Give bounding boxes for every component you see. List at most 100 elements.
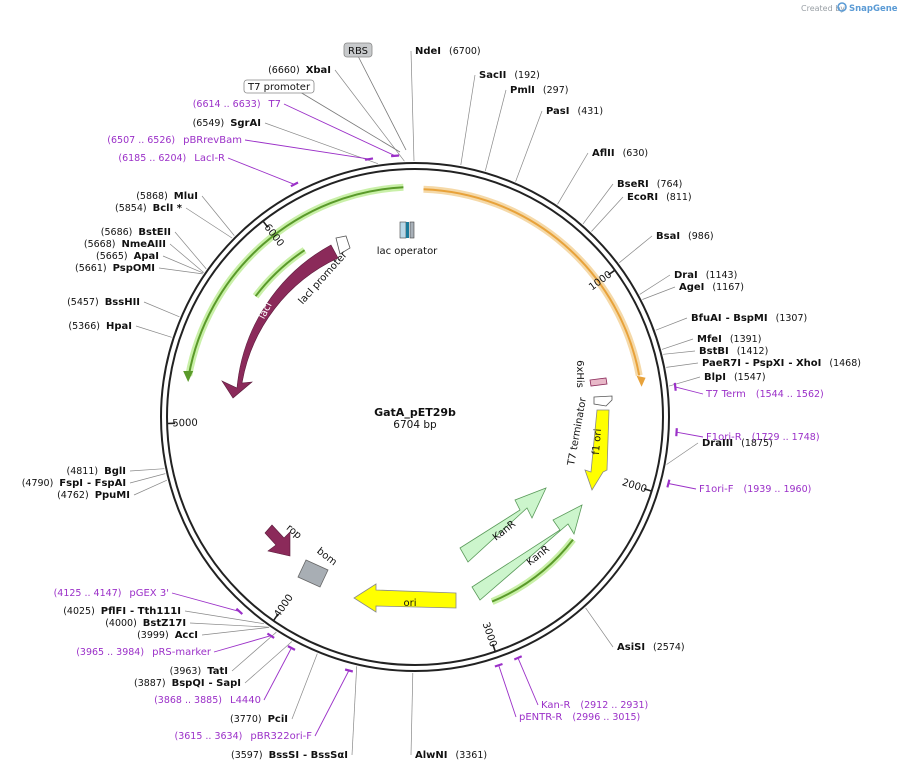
primer-name: T7 [268, 99, 281, 110]
primer-t7term[interactable]: T7 Term(1544 .. 1562) [673, 382, 824, 400]
site-leader [410, 50, 415, 162]
site-aflii[interactable]: AflII(630) [557, 148, 649, 205]
kanr-feature-1[interactable] [459, 487, 547, 563]
site-xbai[interactable]: (6660)XbaI [268, 65, 405, 162]
f1-ori-feature[interactable] [584, 409, 610, 491]
laci-region-arc[interactable] [187, 186, 404, 376]
site-acci[interactable]: (3999)AccI [137, 627, 270, 641]
primer-pbr322orif[interactable]: pBR322ori-F(3615 .. 3634) [175, 668, 354, 743]
site-apai[interactable]: (5665)ApaI [96, 251, 204, 274]
site-bstz17i[interactable]: (4000)BstZ17I [105, 618, 269, 629]
site-blpi[interactable]: BlpI(1547) [669, 372, 766, 387]
primer-range: (4125 .. 4147) [54, 588, 122, 599]
site-name: PmlI [510, 85, 535, 96]
site-bsteii[interactable]: (5686)BstEII [101, 227, 207, 270]
site-name: BlpI [704, 372, 726, 383]
site-position: (5854) [115, 203, 147, 214]
site-paer7i[interactable]: PaeR7I- PspXI- XhoI(1468) [666, 358, 861, 369]
primer-pgex3[interactable]: pGEX 3'(4125 .. 4147) [54, 588, 244, 615]
site-name: AccI [175, 630, 198, 641]
site-bstbi[interactable]: BstBI(1412) [663, 346, 768, 357]
primer-bar [673, 382, 677, 391]
site-position: (3597) [231, 750, 263, 761]
site-bsssi[interactable]: (3597)BssSI- BssSαI [231, 666, 358, 761]
site-bgli[interactable]: (4811)BglI [67, 466, 165, 477]
primer-pentrr[interactable]: pENTR-R(2996 .. 3015) [494, 662, 640, 723]
primer-lacir[interactable]: LacI-R(6185 .. 6204) [118, 153, 299, 188]
lac-operator-label: lac operator [377, 246, 438, 257]
site-bfuai[interactable]: BfuAI- BspMI(1307) [655, 313, 807, 331]
primer-t7[interactable]: T7(6614 .. 6633) [193, 99, 400, 158]
site-alwni[interactable]: AlwNI(3361) [410, 672, 487, 761]
kan-arc[interactable] [491, 538, 574, 603]
primer-leader [263, 647, 292, 701]
site-pflfi[interactable]: (4025)PflFI- Tth111I [63, 606, 265, 625]
ori-feature[interactable] [353, 583, 457, 613]
primer-pbrrevbam[interactable]: pBRrevBam(6507 .. 6526) [107, 135, 374, 161]
site-bsai[interactable]: BsaI(986) [619, 231, 714, 263]
site-bspqi[interactable]: (3887)BspQI- SapI [134, 641, 293, 690]
site-leader [669, 376, 701, 387]
bom-feature[interactable] [297, 559, 329, 588]
site-name: BclI * [153, 203, 183, 214]
site-tati[interactable]: (3963)TatI [170, 631, 277, 677]
site-pcii[interactable]: (3770)PciI [230, 653, 318, 725]
backbone-outer [160, 162, 670, 672]
primer-f1orif[interactable]: F1ori-F(1939 .. 1960) [666, 479, 811, 495]
primer-bar [344, 668, 354, 673]
site-pspomi[interactable]: (5661)PspOMI [75, 263, 203, 275]
site-agei[interactable]: AgeI(1167) [642, 282, 744, 300]
site-hpai[interactable]: (5366)HpaI [68, 321, 172, 338]
site-ecori[interactable]: EcoRI(811) [591, 192, 692, 232]
primer-kanr[interactable]: Kan-R(2912 .. 2931) [513, 655, 648, 711]
primer-prsmarker[interactable]: pRS-marker(3965 .. 3984) [76, 632, 275, 659]
site-ppumi[interactable]: (4762)PpuMI [57, 479, 168, 501]
rbs-leader [357, 55, 407, 151]
site-pmli[interactable]: PmlI(297) [484, 85, 568, 171]
primer-name: pRS-marker [152, 647, 212, 658]
laci-promoter-icon[interactable] [335, 235, 351, 255]
site-sgrai[interactable]: (6549)SgrAI [193, 118, 379, 165]
sites-layer: NdeI(6700)SacII(192)PmlI(297)PasI(431)Af… [22, 46, 861, 761]
site-drai[interactable]: DraI(1143) [639, 270, 738, 295]
site-pasi[interactable]: PasI(431) [515, 106, 603, 182]
site-fspi[interactable]: (4790)FspI- FspAI [22, 473, 166, 489]
sixhis-feature[interactable] [589, 377, 608, 387]
credit-brand: SnapGene [849, 4, 898, 14]
site-leader [460, 74, 476, 166]
site-name: BglI [104, 466, 126, 477]
site-bcli[interactable]: (5854) BclI * [115, 203, 233, 239]
site-nmeaiii[interactable]: (5668)NmeAIII [84, 239, 204, 273]
site-leader [663, 350, 696, 355]
site-leader [135, 325, 172, 338]
site-name: PflFI [101, 606, 126, 617]
primer-name: LacI-R [194, 153, 225, 164]
site-sacii[interactable]: SacII(192) [460, 70, 540, 166]
site-name: BstBI [699, 346, 729, 357]
site-draiii[interactable]: DraIII(1875) [666, 438, 773, 465]
rop-feature[interactable] [264, 524, 291, 557]
laci-feature[interactable] [221, 244, 339, 399]
kanr-feature-2[interactable] [471, 504, 583, 601]
primer-l4440[interactable]: L4440(3868 .. 3885) [154, 645, 296, 706]
insert-arc[interactable] [423, 188, 641, 376]
site-mlui[interactable]: (5868)MluI [136, 191, 235, 236]
t7-promoter-box[interactable] [243, 79, 315, 94]
site-name: BsaI [656, 231, 680, 242]
site-asisi[interactable]: AsiSI(2574) [585, 607, 685, 653]
site-leader [655, 317, 688, 331]
site-bseri[interactable]: BseRI(764) [582, 179, 682, 225]
site-ndei[interactable]: NdeI(6700) [410, 46, 481, 162]
site-bsshii[interactable]: (5457)BssHII [67, 297, 180, 318]
lac-operator-block[interactable] [399, 221, 407, 239]
primer-f1orir[interactable]: F1ori-R(1729 .. 1748) [675, 428, 820, 443]
site-name: SacII [479, 70, 506, 81]
rbs-box[interactable] [343, 42, 373, 58]
t7-terminator-icon[interactable] [593, 395, 613, 407]
site-leader [133, 479, 168, 496]
site-position: (431) [577, 106, 603, 117]
site-name-alt: - Tth111I [130, 606, 181, 617]
site-mfei[interactable]: MfeI(1391) [661, 334, 762, 350]
site-name: PciI [268, 714, 288, 725]
rop-arc[interactable] [254, 249, 306, 297]
